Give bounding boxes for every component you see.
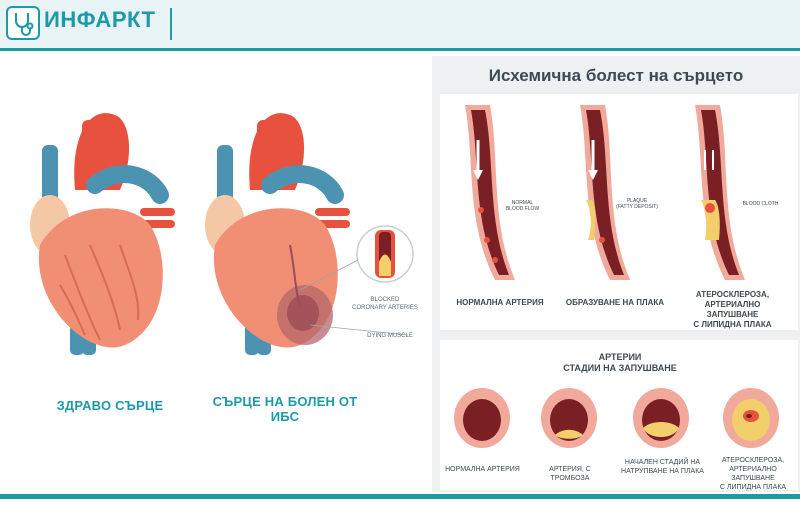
normal-flow-note-line-2: BLOOD FLOW bbox=[505, 206, 540, 212]
stethoscope-icon bbox=[15, 13, 34, 36]
blocked-artery-magnifier bbox=[356, 225, 414, 283]
artery-plaque-illustration bbox=[580, 105, 630, 280]
normal-flow-note: NORMAL BLOOD FLOW bbox=[500, 200, 545, 212]
top-stage-caption-3-line-1: АТЕРОСКЛЕРОЗА, bbox=[695, 290, 770, 299]
dying-muscle-label: DYING MUSCLE bbox=[367, 333, 413, 339]
healthy-heart-illustration bbox=[30, 113, 175, 355]
cross-section-thrombosis bbox=[541, 388, 597, 448]
header-divider bbox=[170, 8, 172, 40]
cross-section-atherosclerosis bbox=[723, 388, 779, 448]
bottom-stage-caption-1: НОРМАЛНА АРТЕРИЯ bbox=[445, 466, 520, 473]
blood-cloth-note: BLOOD CLOTH bbox=[742, 201, 779, 207]
normal-flow-note-line-1: NORMAL bbox=[511, 200, 534, 206]
plaque-note-line-2: (FATTY DEPOSIT) bbox=[616, 204, 658, 210]
bottom-stage-caption-4-line-3: С ЛИПИДНА ПЛАКА bbox=[719, 484, 787, 491]
diseased-heart-caption: СЪРЦЕ НА БОЛЕН ОТ ИБС bbox=[212, 394, 358, 424]
blocked-label-line-1: BLOCKED bbox=[370, 297, 400, 303]
artery-clot-illustration bbox=[695, 105, 745, 280]
ischemic-title: Исхемична болест на сърцето bbox=[488, 66, 744, 85]
diseased-heart-illustration bbox=[205, 113, 350, 355]
bottom-stage-caption-4-line-1: АТЕРОСКЛЕРОЗА, bbox=[721, 457, 785, 464]
page-title: ИНФАРКТ bbox=[44, 7, 156, 32]
top-stage-caption-1: НОРМАЛНА АРТЕРИЯ bbox=[456, 298, 544, 307]
bottom-stage-caption-3-line-1: НАЧАЛЕН СТАДИЙ НА bbox=[624, 459, 701, 466]
blocked-label-line-2: CORONARY ARTERIES bbox=[352, 305, 418, 311]
arteries-top-card bbox=[440, 94, 798, 330]
bottom-stage-caption-3: НАЧАЛЕН СТАДИЙ НА НАТРУПВАНЕ НА ПЛАКА bbox=[620, 458, 705, 476]
header-bar: ИНФАРКТ bbox=[0, 0, 800, 51]
header-accent-line bbox=[0, 48, 800, 51]
plaque-note-line-1: PLAQUE bbox=[626, 198, 648, 204]
bottom-stage-caption-4-line-2: АРТЕРИАЛНО ЗАПУШВАНЕ bbox=[729, 466, 777, 482]
bottom-stage-caption-3-line-2: НАТРУПВАНЕ НА ПЛАКА bbox=[621, 468, 704, 475]
plaque-note: PLAQUE (FATTY DEPOSIT) bbox=[612, 198, 662, 210]
bottom-heading: АРТЕРИИ СТАДИИ НА ЗАПУШВАНЕ bbox=[540, 352, 700, 374]
bottom-heading-line-1: АРТЕРИИ bbox=[598, 352, 642, 362]
top-stage-caption-2: ОБРАЗУВАНЕ НА ПЛАКА bbox=[565, 298, 665, 307]
cross-section-early-plaque bbox=[633, 388, 689, 448]
bottom-heading-line-2: СТАДИИ НА ЗАПУШВАНЕ bbox=[563, 363, 677, 373]
blocked-arteries-label: BLOCKED CORONARY ARTERIES bbox=[350, 296, 420, 312]
logo-box bbox=[6, 6, 40, 40]
top-stage-caption-3: АТЕРОСКЛЕРОЗА, АРТЕРИАЛНО ЗАПУШВАНЕ С ЛИ… bbox=[680, 290, 785, 330]
cross-section-normal bbox=[454, 388, 510, 448]
artery-normal-illustration bbox=[465, 105, 515, 280]
top-stage-caption-3-line-2: АРТЕРИАЛНО ЗАПУШВАНЕ bbox=[704, 300, 761, 319]
callout-lines bbox=[299, 259, 409, 336]
bottom-stage-caption-2: АРТЕРИЯ, С ТРОМБОЗА bbox=[549, 466, 591, 482]
footer-bar bbox=[0, 494, 800, 499]
healthy-heart-caption: ЗДРАВО СЪРЦЕ bbox=[56, 398, 164, 413]
bottom-stage-caption-4: АТЕРОСКЛЕРОЗА, АРТЕРИАЛНО ЗАПУШВАНЕ С ЛИ… bbox=[708, 456, 798, 492]
top-stage-caption-3-line-3: С ЛИПИДНА ПЛАКА bbox=[693, 320, 772, 329]
